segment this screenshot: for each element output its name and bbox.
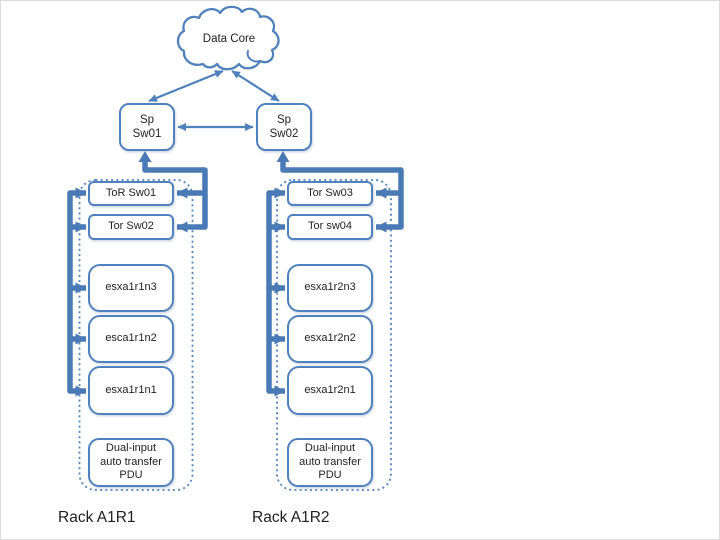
cloud-curl-icon: [246, 50, 261, 63]
node-esca1r1n2: esca1r1n2: [88, 315, 174, 363]
rack2-boundary: [276, 179, 392, 491]
node-esxa1r2n1: esxa1r2n1: [287, 366, 373, 415]
node-sp-sw02: Sp Sw02: [256, 103, 312, 151]
cloud-label: Data Core: [202, 33, 256, 45]
node-esxa1r1n3: esxa1r1n3: [88, 264, 174, 312]
node-esxa1r2n3: esxa1r2n3: [287, 264, 373, 312]
uplink-arrow-cloud-sp-sw01: [148, 69, 224, 103]
cloud-shape: [176, 5, 280, 71]
node-sp-sw01: Sp Sw01: [119, 103, 175, 151]
node-tor-sw01: ToR Sw01: [88, 181, 174, 206]
node-tor-sw02: Tor Sw02: [88, 214, 174, 240]
uplink-arrow-cloud-sp-sw02: [231, 70, 280, 102]
rack1-boundary: [78, 179, 194, 491]
node-esxa1r2n2: esxa1r2n2: [287, 315, 373, 363]
rack1-bus-path: [67, 187, 87, 397]
node-pdu-rack2: Dual-input auto transfer PDU: [287, 438, 373, 487]
sp-sw01-up-arrowhead: [138, 151, 152, 162]
node-tor-sw04: Tor sw04: [287, 214, 373, 240]
rack2-label: Rack A1R2: [252, 509, 330, 526]
rack1-label: Rack A1R1: [58, 509, 136, 526]
node-esxa1r1n1: esxa1r1n1: [88, 366, 174, 415]
rack1-uplink-path: [142, 161, 208, 233]
rack2-uplink-path: [280, 161, 404, 233]
node-tor-sw03: Tor Sw03: [287, 181, 373, 206]
node-pdu-rack1: Dual-input auto transfer PDU: [88, 438, 174, 487]
sp-sw02-up-arrowhead: [276, 151, 290, 162]
